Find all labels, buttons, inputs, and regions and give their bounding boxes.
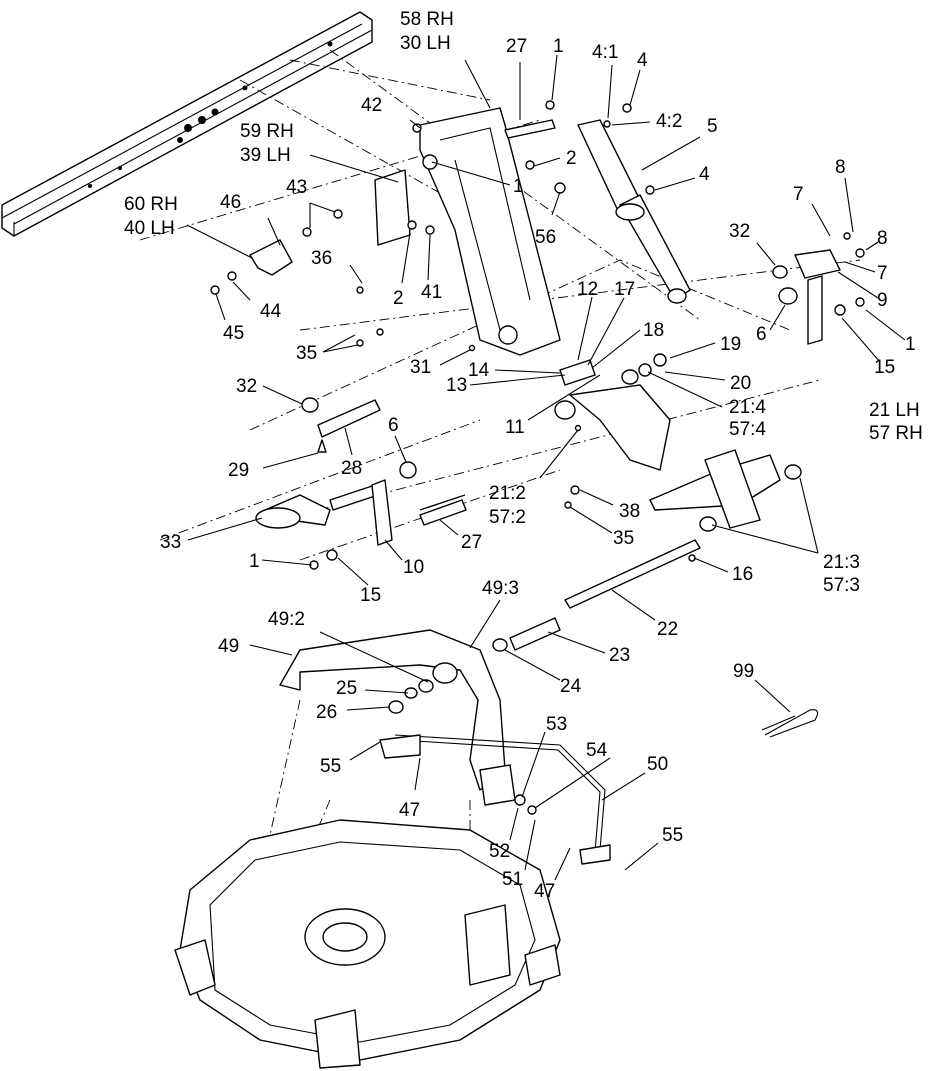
callout-label: 11: [505, 417, 525, 438]
release-rod: [492, 539, 701, 652]
linkage-rod-50: [379, 734, 611, 865]
callout-label: 58 RH: [400, 9, 454, 30]
callout-label: 56: [535, 227, 556, 248]
callout-label: 2: [393, 288, 404, 309]
callout-label: 4: [699, 164, 710, 185]
callout-label: 12: [577, 279, 598, 300]
callout-label: 15: [360, 585, 381, 606]
callout-label: 49:2: [268, 609, 305, 630]
callout-label: 2: [566, 148, 577, 169]
callout-label: 99: [733, 661, 754, 682]
lift-arm: [374, 107, 561, 356]
callout-label: 30 LH: [400, 33, 451, 54]
callout-label: 20: [730, 373, 751, 394]
callout-label: 21:4: [729, 397, 766, 418]
dashed-alignment-lines: [139, 49, 861, 940]
callout-label: 39 LH: [240, 145, 291, 166]
callout-label: 21 LH: [869, 400, 920, 421]
callout-label: 59 RH: [240, 121, 294, 142]
callout-label: 10: [403, 557, 424, 578]
callout-label: 7: [877, 263, 888, 284]
lift-bellcrank: [554, 369, 802, 532]
callout-label: 4:2: [656, 111, 682, 132]
callout-label: 49:3: [482, 578, 519, 599]
callout-label: 57:2: [489, 507, 526, 528]
callout-label: 1: [513, 176, 524, 197]
callout-label: 5: [707, 116, 718, 137]
callout-label: 8: [877, 228, 888, 249]
callout-label: 41: [421, 282, 442, 303]
callout-label: 57:4: [729, 419, 766, 440]
callout-label: 25: [336, 678, 357, 699]
callout-label: 21:2: [489, 483, 526, 504]
hitch-pin-99: [761, 709, 819, 738]
callout-label: 49: [218, 636, 239, 657]
hydraulic-cylinder: [577, 119, 691, 304]
callout-label: 53: [546, 714, 567, 735]
callout-label: 38: [619, 501, 640, 522]
callout-label: 40 LH: [124, 218, 175, 239]
frame-rail: [1, 11, 373, 237]
callout-label: 55: [662, 825, 683, 846]
callout-label: 32: [236, 376, 257, 397]
callout-label: 1: [249, 551, 260, 572]
callout-label: 60 RH: [124, 194, 178, 215]
mower-deck: [174, 819, 561, 1069]
callout-label: 1: [553, 36, 564, 57]
callout-label: 46: [220, 192, 241, 213]
callout-label: 13: [446, 375, 467, 396]
callout-label: 57:3: [823, 575, 860, 596]
callout-label: 21:3: [823, 552, 860, 573]
leader-lines: [186, 54, 906, 881]
callout-label: 16: [732, 564, 753, 585]
callout-label: 15: [874, 357, 895, 378]
callout-label: 22: [657, 619, 678, 640]
callout-label: 36: [311, 248, 332, 269]
callout-label: 31: [410, 357, 431, 378]
latch-and-fasteners: [210, 100, 865, 570]
callout-label: 14: [468, 360, 490, 381]
callout-label: 55: [320, 756, 341, 777]
callout-label: 57 RH: [869, 423, 923, 444]
left-linkage: [255, 397, 467, 546]
callout-label: 44: [260, 301, 282, 322]
callout-label: 54: [586, 740, 608, 761]
callout-label: 28: [341, 458, 362, 479]
callout-label: 4:1: [592, 42, 618, 63]
callout-label: 43: [286, 177, 307, 198]
callout-label: 29: [228, 460, 249, 481]
callout-labels: 58 RH 30 LH 27 1 4:1 4 4:2 5 42 59 RH 39…: [124, 9, 923, 902]
callout-label: 19: [720, 334, 741, 355]
callout-label: 6: [388, 415, 399, 436]
callout-label: 27: [461, 532, 482, 553]
callout-label: 51: [502, 869, 523, 890]
callout-label: 35: [613, 528, 634, 549]
callout-label: 1: [905, 334, 916, 355]
callout-label: 6: [756, 324, 767, 345]
callout-label: 7: [793, 184, 804, 205]
callout-label: 47: [534, 881, 555, 902]
callout-label: 8: [835, 157, 846, 178]
callout-label: 27: [506, 36, 527, 57]
callout-label: 18: [643, 320, 664, 341]
callout-label: 23: [609, 645, 630, 666]
callout-label: 26: [316, 702, 337, 723]
callout-label: 50: [647, 754, 668, 775]
callout-label: 42: [361, 95, 382, 116]
handle-assembly: [279, 629, 516, 806]
callout-label: 17: [614, 279, 635, 300]
callout-label: 47: [399, 800, 420, 821]
callout-label: 9: [877, 290, 888, 311]
callout-label: 35: [296, 343, 317, 364]
callout-label: 32: [729, 221, 750, 242]
callout-label: 33: [160, 532, 181, 553]
callout-label: 45: [223, 323, 244, 344]
pivot-plate-right: [772, 249, 841, 345]
callout-label: 4: [637, 50, 648, 71]
callout-label: 24: [560, 676, 582, 697]
callout-label: 52: [489, 841, 510, 862]
